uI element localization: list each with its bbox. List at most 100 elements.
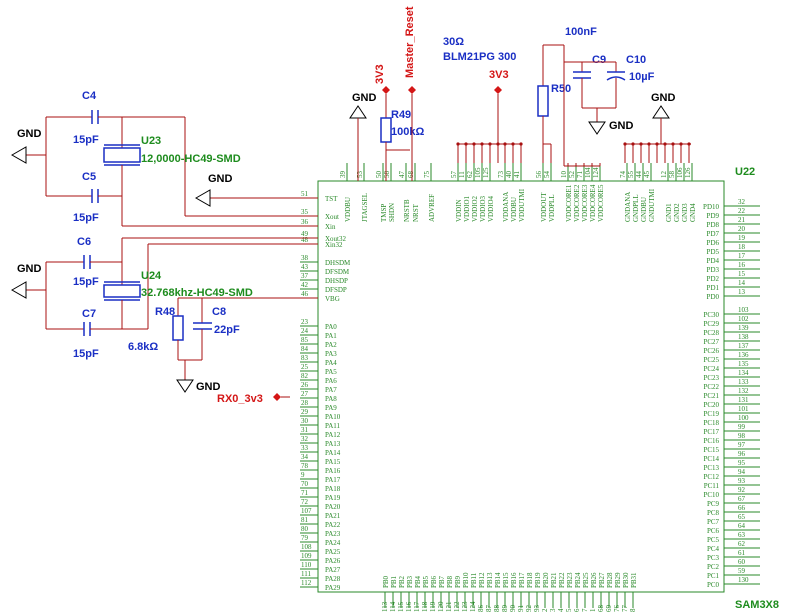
pin-num-top-16: 54 — [543, 171, 551, 179]
pin-name-xout: Xout — [325, 213, 339, 221]
crystal-u24 — [103, 237, 318, 330]
pin-name-bottom-29: PB29 — [614, 572, 622, 588]
pin-num-pa5: 25 — [301, 363, 309, 371]
pin-num-pa14: 33 — [301, 444, 309, 452]
c8-value: 22pF — [214, 324, 240, 336]
net-master-reset-diamond — [408, 86, 416, 94]
pin-num-bottom-14: 88 — [493, 605, 501, 613]
u23-value: 12,0000-HC49-SMD — [141, 153, 241, 165]
pin-name-dhsdm: DHSDM — [325, 259, 351, 267]
pin-num-pd9: 22 — [738, 207, 746, 215]
pin-name-bottom-0: PB0 — [382, 575, 390, 588]
net-3v3-b-diamond — [494, 86, 502, 94]
c4-value: 15pF — [73, 134, 99, 146]
pin-num-pa8: 27 — [301, 390, 309, 398]
pin-name-bottom-5: PB5 — [422, 575, 430, 588]
pin-num-pa23: 80 — [301, 525, 309, 533]
pin-num-top-21: 124 — [592, 167, 600, 178]
pin-num-pd3: 16 — [738, 261, 746, 269]
pin-num-pc10: 92 — [738, 486, 746, 494]
pin-num-top-23: 55 — [627, 171, 635, 179]
pin-num-pa19: 71 — [301, 489, 309, 497]
pin-num-pc12: 94 — [738, 468, 746, 476]
pin-name-pc12: PC12 — [703, 473, 719, 481]
pin-name-top-18: VDDCORE2 — [573, 184, 581, 222]
pin-num-pc21: 132 — [738, 387, 749, 395]
pin-name-bottom-17: PB17 — [518, 572, 526, 588]
pin-num-top-12: 73 — [497, 171, 505, 179]
junction-dot — [511, 142, 515, 146]
pin-num-pa28: 111 — [301, 570, 311, 578]
pin-num-bottom-30: 77 — [621, 605, 629, 613]
pin-num-pa2: 85 — [301, 336, 309, 344]
c10-ref: C10 — [626, 54, 646, 66]
junction-dot — [456, 142, 460, 146]
pin-num-xin: 36 — [301, 218, 309, 226]
pin-num-pc2: 60 — [738, 558, 746, 566]
gnd-symbol-tst — [194, 189, 211, 207]
pin-num-pc28: 139 — [738, 324, 749, 332]
pin-name-pc21: PC21 — [703, 392, 719, 400]
rx0-net-diamond — [273, 393, 281, 401]
pin-num-pd8: 21 — [738, 216, 746, 224]
pin-name-bottom-21: PB21 — [550, 572, 558, 588]
pin-name-top-28: GND3 — [681, 203, 689, 222]
gnd-symbol-vbg — [176, 379, 194, 393]
top-pin-group: 39VDDBU53JTAGSEL50TMSP58SHDN47NRSTB68NRS… — [339, 163, 697, 222]
pin-num-pc9: 67 — [738, 495, 746, 503]
pin-num-pd10: 32 — [738, 198, 746, 206]
net-master-reset: Master_Reset — [404, 6, 416, 78]
pin-num-pc4: 62 — [738, 540, 746, 548]
pin-name-pa24: PA24 — [325, 539, 341, 547]
pin-num-pa12: 31 — [301, 426, 309, 434]
pin-name-pa28: PA28 — [325, 575, 341, 583]
pin-num-bottom-5: 118 — [421, 601, 429, 612]
pin-num-top-24: 44 — [635, 171, 643, 179]
pin-name-pc16: PC16 — [703, 437, 719, 445]
pin-name-bottom-18: PB18 — [526, 572, 534, 588]
gnd-label-tst: GND — [208, 173, 233, 185]
pin-num-bottom-25: 7 — [581, 608, 589, 612]
pin-name-top-3: SHDN — [388, 203, 396, 222]
capacitor-c5 — [46, 189, 122, 203]
chip-part: SAM3X8 — [735, 599, 779, 611]
pin-num-xout: 35 — [301, 208, 309, 216]
pin-name-pa9: PA9 — [325, 404, 337, 412]
pin-name-bottom-10: PB10 — [462, 572, 470, 588]
gnd-label-1: GND — [17, 128, 42, 140]
pin-name-pd4: PD4 — [707, 257, 720, 265]
pin-num-bottom-18: 92 — [525, 605, 533, 613]
pin-num-pa11: 30 — [301, 417, 309, 425]
c9-value: 100nF — [565, 26, 597, 38]
pin-name-dhsdp: DHSDP — [325, 277, 348, 285]
pin-name-top-4: NRSTB — [403, 199, 411, 222]
pin-name-pc5: PC5 — [707, 536, 720, 544]
pin-name-top-25: GNDUTMI — [648, 188, 656, 222]
pin-num-pc20: 131 — [738, 396, 749, 404]
pin-name-pa1: PA1 — [325, 332, 337, 340]
pin-num-pc8: 66 — [738, 504, 746, 512]
pin-num-pc0: 130 — [738, 576, 749, 584]
pin-num-top-14: 41 — [513, 171, 521, 179]
pin-num-top-9: 62 — [466, 171, 474, 179]
pin-name-top-26: GND1 — [665, 203, 673, 222]
pin-name-bottom-31: PB31 — [630, 572, 638, 588]
pin-name-top-17: VDDCORE1 — [565, 184, 573, 222]
pin-num-pa13: 32 — [301, 435, 309, 443]
pin-name-top-22: GNDANA — [624, 192, 632, 222]
pin-name-bottom-15: PB15 — [502, 572, 510, 588]
pin-name-pc14: PC14 — [703, 455, 719, 463]
r49-value: 100kΩ — [391, 126, 424, 138]
pin-name-pc10: PC10 — [703, 491, 719, 499]
bottom-pin-group: 113PB0114PB1115PB2116PB3117PB4118PB5119P… — [381, 572, 638, 612]
pin-num-pa26: 109 — [301, 552, 312, 560]
pin-name-pa3: PA3 — [325, 350, 337, 358]
pin-name-pd5: PD5 — [707, 248, 720, 256]
pin-name-bottom-12: PB12 — [478, 572, 486, 588]
u23-ref: U23 — [141, 135, 161, 147]
resistor-r48 — [172, 315, 184, 341]
capacitor-c9 — [573, 71, 591, 79]
pin-num-pc29: 102 — [738, 315, 749, 323]
pin-name-pa8: PA8 — [325, 395, 337, 403]
c4-ref: C4 — [82, 90, 97, 102]
